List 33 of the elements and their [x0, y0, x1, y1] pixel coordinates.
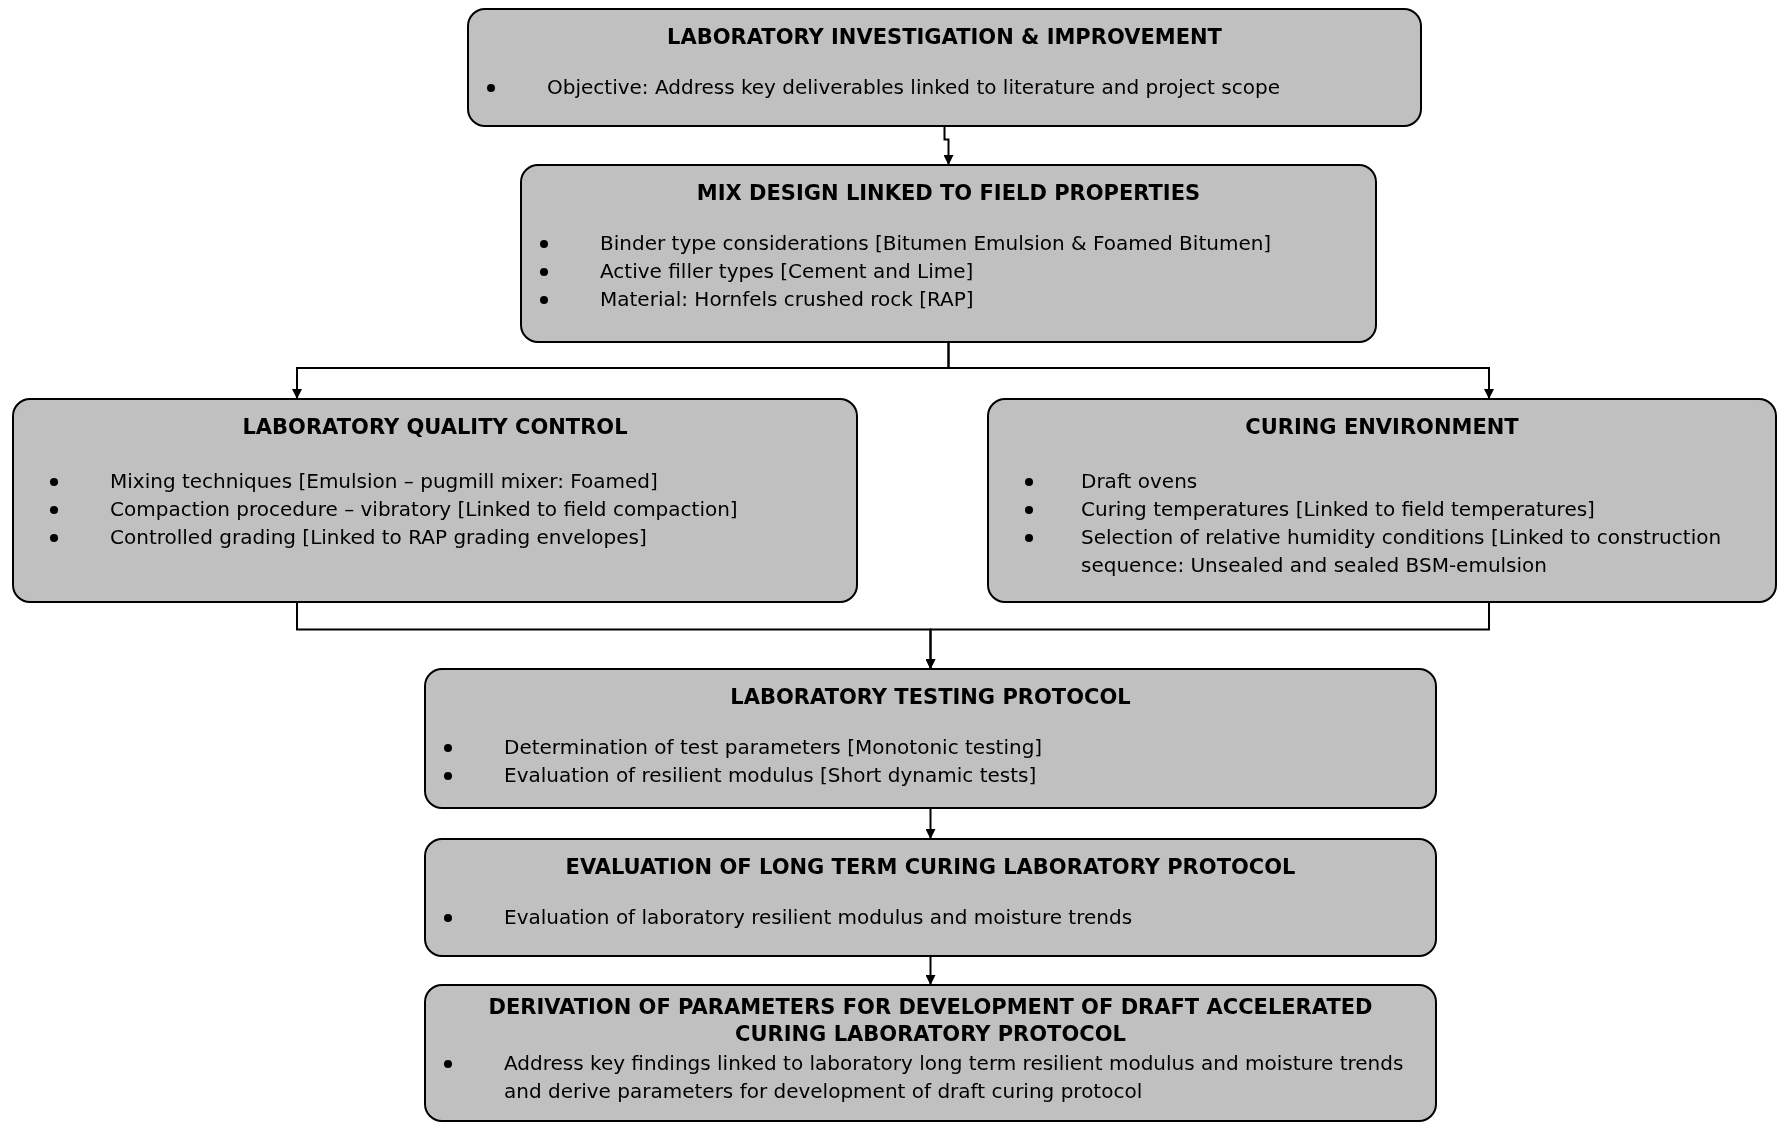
bullet-text: Evaluation of laboratory resilient modulus and moisture trends — [504, 905, 1133, 930]
arrow — [925, 602, 1490, 669]
bullet-text: Mixing techniques [Emulsion – pugmill mixer: Foamed] — [110, 469, 658, 494]
box-heading: CURING ENVIRONMENT — [1244, 414, 1520, 441]
bullet-text: Draft ovens — [1081, 469, 1198, 494]
box-heading: EVALUATION OF LONG TERM CURING LABORATORY PROTOCOL — [564, 854, 1297, 881]
bullet-text: Objective: Address key deliverables linked to literature and project scope — [547, 75, 1280, 100]
process-box — [467, 8, 1422, 127]
bullet-text: Address key findings linked to laboratory long term resilient modulus and moisture trends and derive parameters for development of draft curing protocol — [504, 1050, 1404, 1103]
process-box — [987, 398, 1777, 603]
box-heading: MIX DESIGN LINKED TO FIELD PROPERTIES — [695, 180, 1202, 207]
bullet-text: Selection of relative humidity conditions [Linked to construction sequence: Unsealed and sealed BSM-emulsion — [1081, 525, 1722, 578]
box-heading: LABORATORY INVESTIGATION & IMPROVEMENT — [666, 24, 1223, 51]
bullet-text: Curing temperatures [Linked to field temperatures] — [1081, 497, 1595, 522]
bullet-text: Compaction procedure – vibratory [Linked to field compaction] — [110, 497, 738, 522]
bullet-text: Binder type considerations [Bitumen Emulsion & Foamed Bitumen] — [600, 231, 1272, 256]
arrow — [925, 956, 936, 985]
process-box — [520, 164, 1377, 343]
process-box — [424, 838, 1437, 957]
box-heading: LABORATORY TESTING PROTOCOL — [729, 684, 1132, 711]
process-box — [424, 984, 1437, 1122]
bullet-text: Material: Hornfels crushed rock [RAP] — [600, 287, 974, 312]
arrow — [947, 342, 1494, 399]
arrow — [925, 808, 936, 839]
bullet-text: Active filler types [Cement and Lime] — [600, 259, 974, 284]
bullet-text: Determination of test parameters [Monotonic testing] — [504, 735, 1043, 760]
bullet-text: Controlled grading [Linked to RAP grading envelopes] — [110, 525, 647, 550]
bullet-text: Evaluation of resilient modulus [Short dynamic tests] — [504, 763, 1037, 788]
process-box — [12, 398, 858, 603]
box-heading: DERIVATION OF PARAMETERS FOR DEVELOPMENT OF DRAFT ACCELERATED CURING LABORATORY PROTOCOL — [487, 994, 1374, 1049]
box-heading: LABORATORY QUALITY CONTROL — [241, 414, 629, 441]
arrow — [943, 126, 954, 165]
process-box — [424, 668, 1437, 809]
